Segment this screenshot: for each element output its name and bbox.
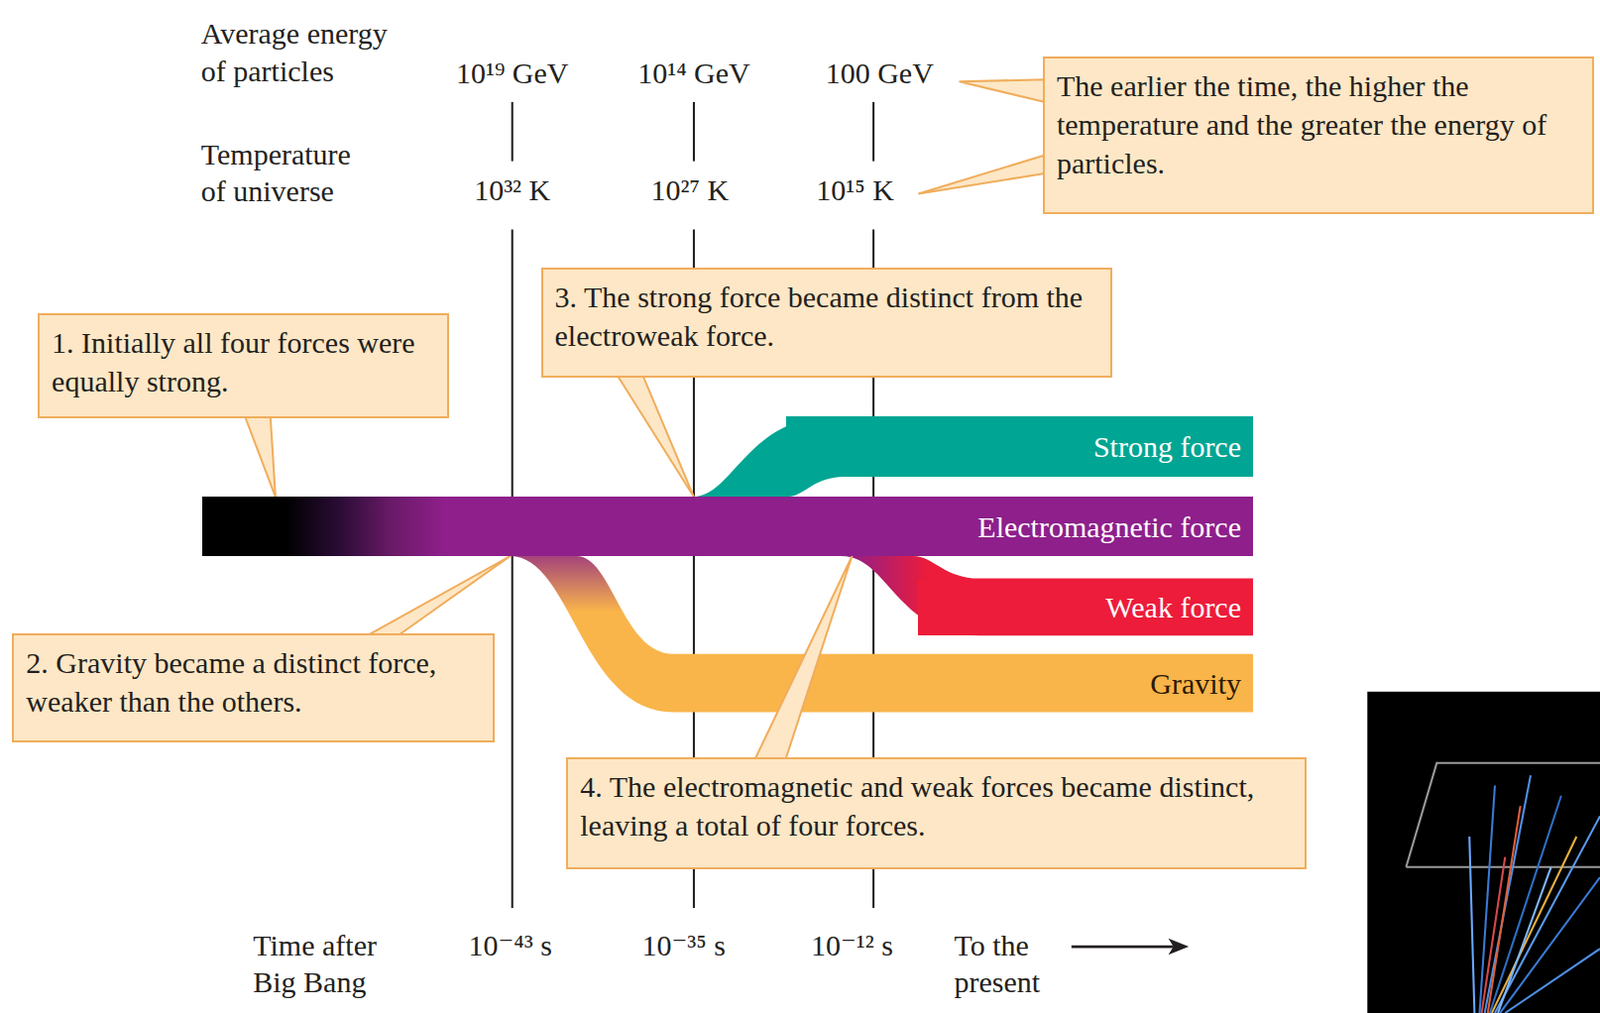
force-band: Electromagnetic force	[202, 496, 1254, 557]
leader-wedge	[917, 154, 1045, 194]
leader-wedge	[959, 79, 1045, 103]
callout-text: 2. Gravity became a distinct force, weak…	[25, 643, 481, 721]
arrow-shaft	[1071, 945, 1174, 949]
callout-box: 4. The electromagnetic and weak forces b…	[566, 757, 1306, 870]
callout-box: 2. Gravity became a distinct force, weak…	[11, 633, 495, 743]
track	[1489, 796, 1562, 1013]
callout-text: 3. The strong force became distinct from…	[555, 277, 1099, 355]
weak-branch	[841, 556, 1254, 636]
track	[1494, 815, 1600, 1013]
band-label: Gravity	[1149, 667, 1242, 700]
track	[1499, 877, 1600, 1013]
energy-value: 10¹⁹ GeV	[425, 54, 599, 93]
time-value: 10⁻³⁵ s	[606, 926, 760, 965]
callout-pointer	[244, 416, 276, 497]
arrow-head	[1168, 938, 1190, 955]
gravity-branch	[510, 556, 1254, 712]
band-label: Strong force	[1093, 430, 1242, 463]
particle-tracks	[1469, 775, 1600, 1013]
energy-value: 10¹⁴ GeV	[606, 54, 781, 93]
track	[1469, 836, 1475, 1013]
time-arrow	[1071, 938, 1189, 955]
note-callout: The earlier the time, the higher the tem…	[1042, 56, 1595, 216]
image-ground	[1367, 691, 1600, 1013]
energy-value: 100 GeV	[793, 54, 967, 93]
time-value: 10⁻¹² s	[775, 926, 928, 965]
axis-heading: Temperature of universe	[201, 135, 375, 211]
detector-image	[1367, 691, 1600, 1013]
force-band: Weak force	[917, 578, 1254, 637]
callout-box: 1. Initially all four forces were equall…	[37, 313, 450, 419]
band-label: Weak force	[1105, 590, 1242, 624]
temperature-value: 10²⁷ K	[613, 171, 767, 210]
track	[1487, 805, 1521, 1013]
callout-text: 1. Initially all four forces were equall…	[51, 323, 436, 401]
callout-pointer	[617, 375, 694, 497]
force-band: Gravity	[917, 654, 1254, 713]
callout-pointer	[367, 556, 511, 636]
band-label: Electromagnetic force	[977, 510, 1242, 544]
force-band: Strong force	[786, 416, 1254, 477]
callout-text: 4. The electromagnetic and weak forces b…	[579, 767, 1292, 845]
temperature-value: 10¹⁵ K	[778, 171, 931, 210]
epoch-line	[692, 102, 695, 162]
strong-branch	[691, 416, 1254, 497]
callout-box: 3. The strong force became distinct from…	[541, 267, 1113, 378]
callout-text: The earlier the time, the higher the tem…	[1056, 66, 1581, 183]
axis-heading: Average energy of particles	[201, 14, 411, 90]
time-value: 10⁻⁴³ s	[433, 926, 586, 965]
axis-heading: Time after Big Bang	[252, 926, 406, 1002]
image-frame	[1405, 763, 1600, 868]
track	[1482, 857, 1506, 1013]
track	[1497, 867, 1552, 1013]
callout-pointer	[755, 556, 853, 760]
track	[1504, 948, 1600, 1013]
epoch-line	[872, 102, 875, 162]
epoch-line	[511, 102, 514, 162]
epoch-line	[511, 229, 514, 909]
temperature-value: 10³² K	[436, 171, 589, 210]
track	[1485, 775, 1531, 1013]
axis-heading: To the present	[953, 926, 1066, 1002]
